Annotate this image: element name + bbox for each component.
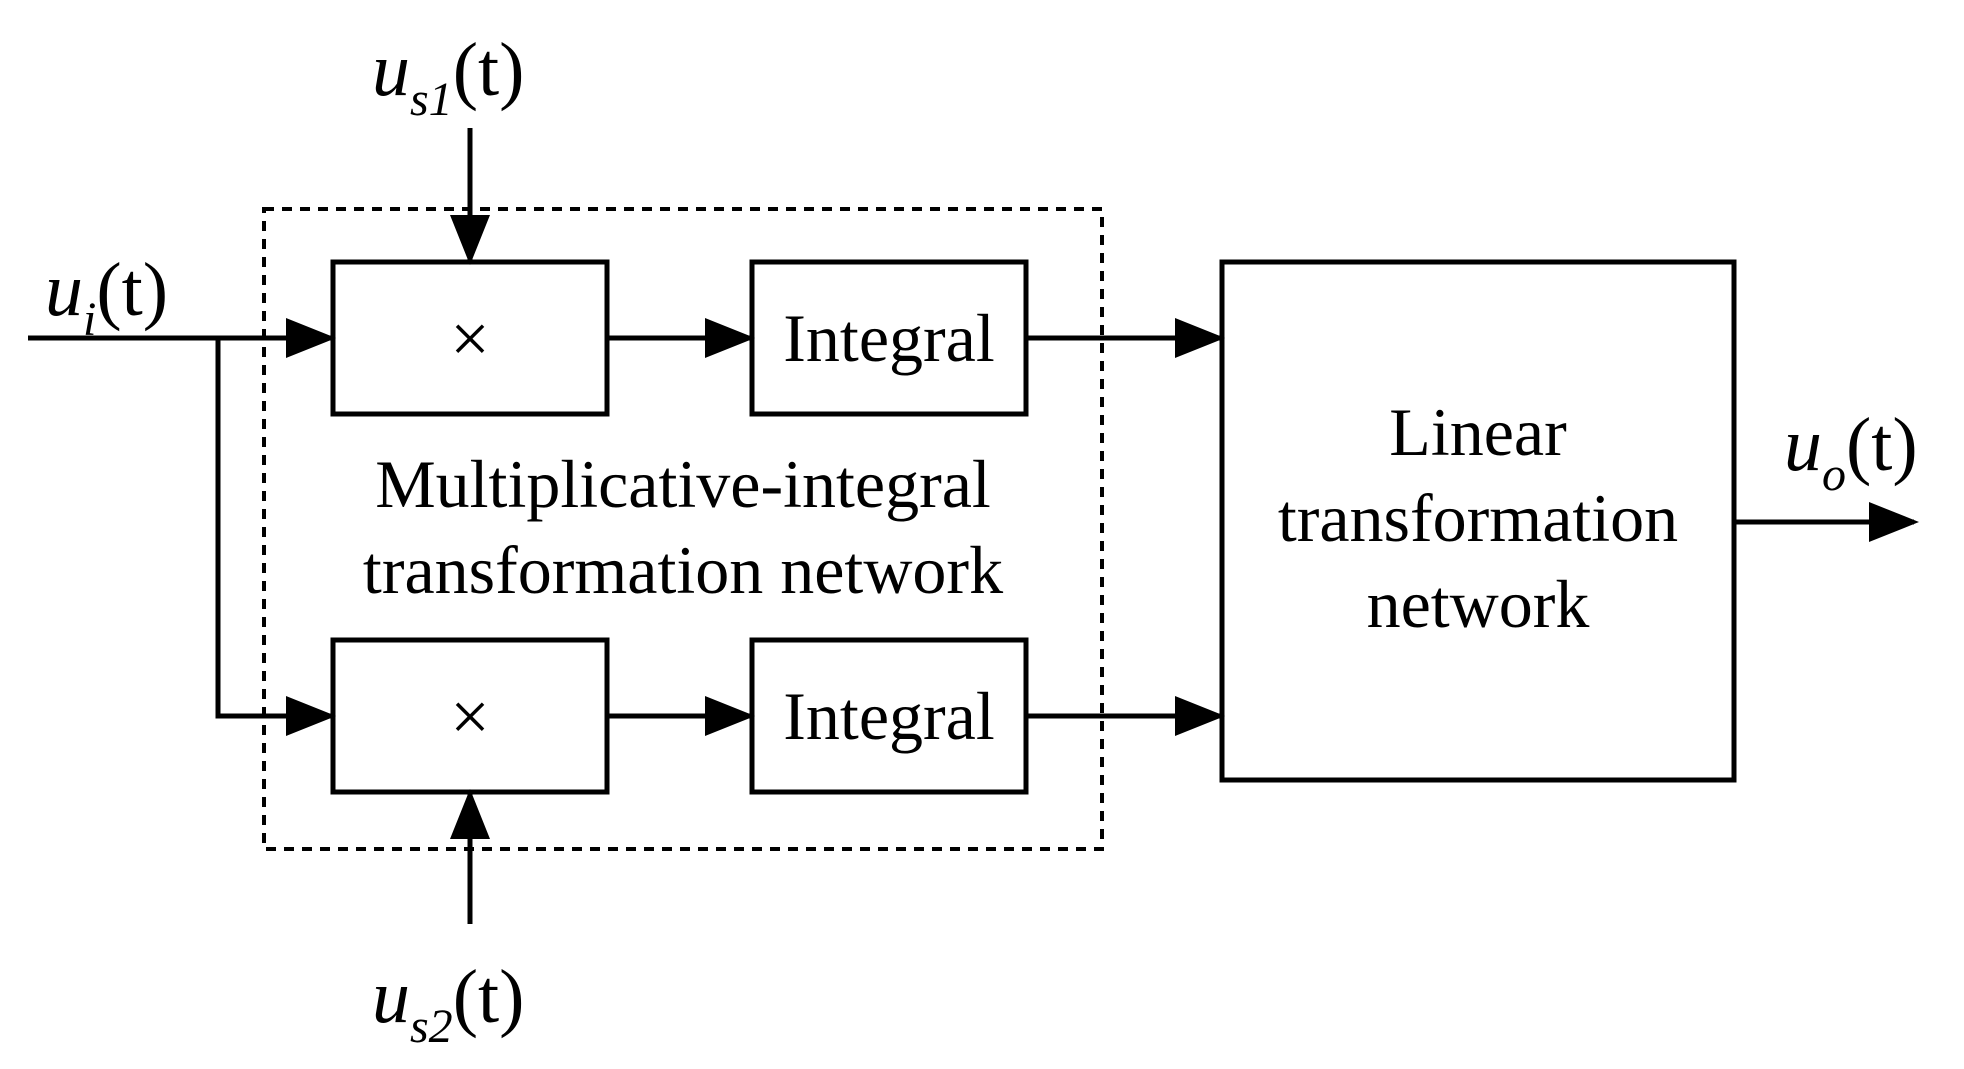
multiplier-bottom-symbol: × [450,679,489,756]
multiplier-top-symbol: × [450,301,489,378]
linear-block-label-line3: network [1367,566,1590,642]
linear-block-label-line1: Linear [1389,394,1567,470]
uo-signal-label: uo(t) [1784,403,1918,501]
group-label-line1: Multiplicative-integral [375,446,991,522]
integral-bottom-label: Integral [783,678,994,754]
integral-top-label: Integral [783,300,994,376]
us2-signal-label: us2(t) [372,955,524,1053]
us1-signal-label: us1(t) [372,28,524,126]
multiplicative-integral-group-border [262,207,1104,851]
ui-signal-label: ui(t) [45,248,168,346]
ui-branch-line [215,338,260,719]
linear-block-label-line2: transformation [1278,480,1678,556]
group-label-line2: transformation network [363,532,1003,608]
